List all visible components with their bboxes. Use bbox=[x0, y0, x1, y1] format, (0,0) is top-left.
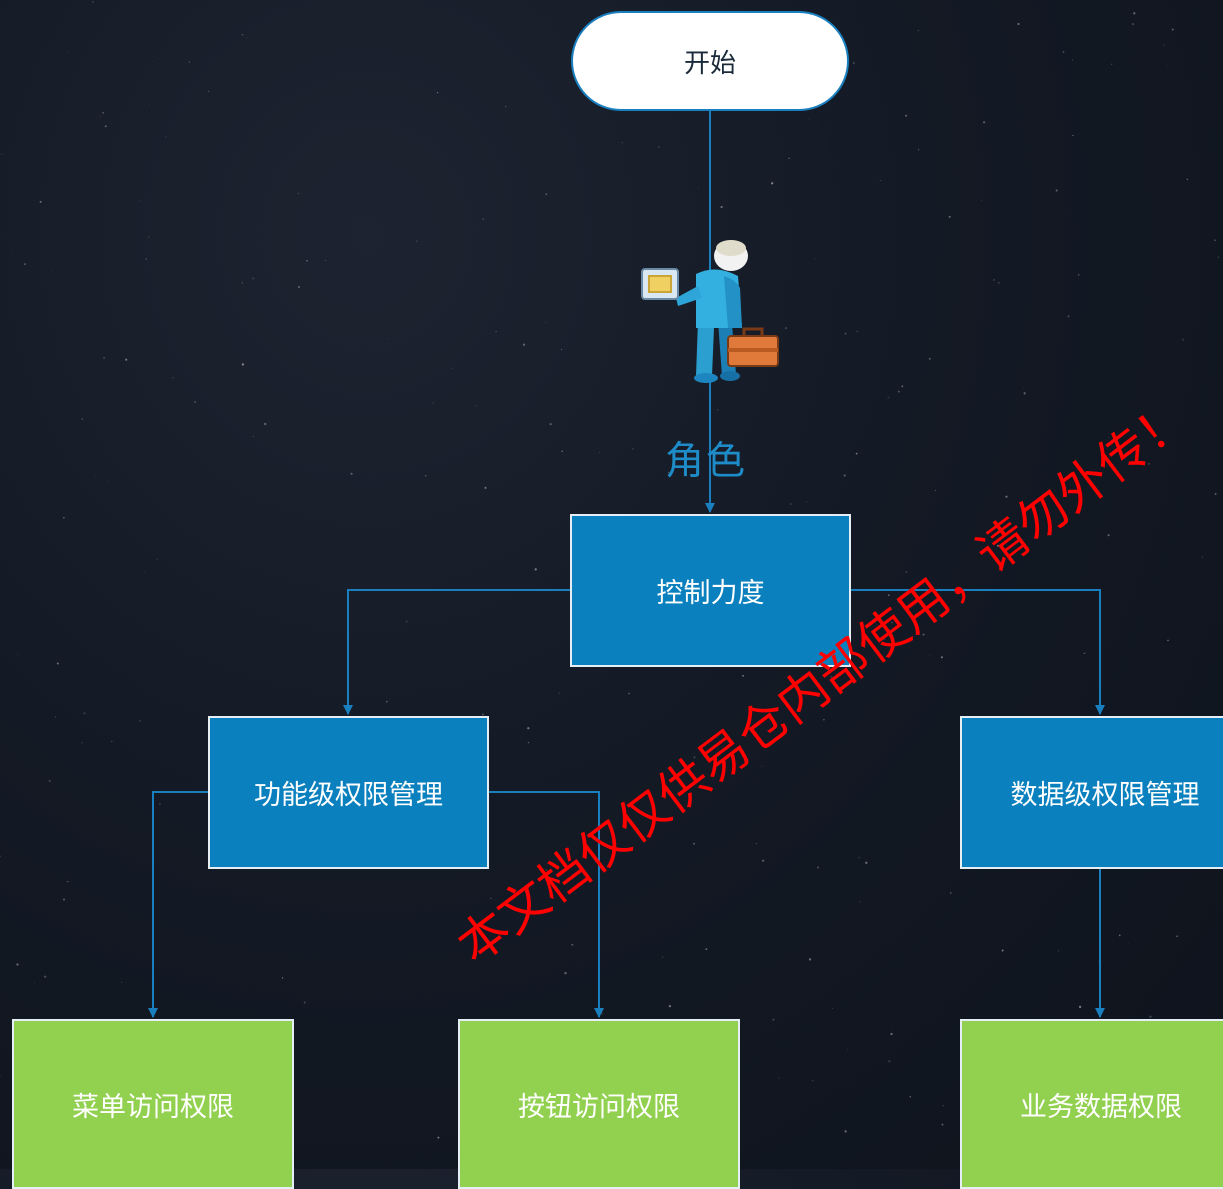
button-access-permission-box: 按钮访问权限 bbox=[458, 1019, 740, 1189]
arrow-function-to-menu bbox=[148, 791, 208, 1018]
data-level-permission-label: 数据级权限管理 bbox=[1010, 780, 1200, 811]
arrow-control-to-function bbox=[343, 589, 570, 715]
start-node: 开始 bbox=[571, 11, 849, 111]
control-granularity-box: 控制力度 bbox=[570, 514, 851, 667]
control-granularity-label: 控制力度 bbox=[656, 578, 765, 609]
function-level-permission-box: 功能级权限管理 bbox=[208, 716, 489, 869]
menu-access-permission-label: 菜单访问权限 bbox=[72, 1091, 234, 1123]
arrow-function-to-button bbox=[489, 791, 604, 1018]
business-data-permission-box: 业务数据权限 bbox=[960, 1019, 1223, 1189]
role-label: 角色 bbox=[665, 439, 748, 484]
button-access-permission-label: 按钮访问权限 bbox=[518, 1091, 680, 1123]
business-person-icon bbox=[641, 240, 779, 383]
menu-access-permission-box: 菜单访问权限 bbox=[12, 1019, 294, 1189]
function-level-permission-label: 功能级权限管理 bbox=[254, 780, 443, 811]
business-data-permission-label: 业务数据权限 bbox=[1020, 1091, 1182, 1123]
start-label: 开始 bbox=[683, 48, 736, 79]
data-level-permission-box: 数据级权限管理 bbox=[960, 716, 1223, 869]
arrow-control-to-data bbox=[851, 589, 1105, 715]
